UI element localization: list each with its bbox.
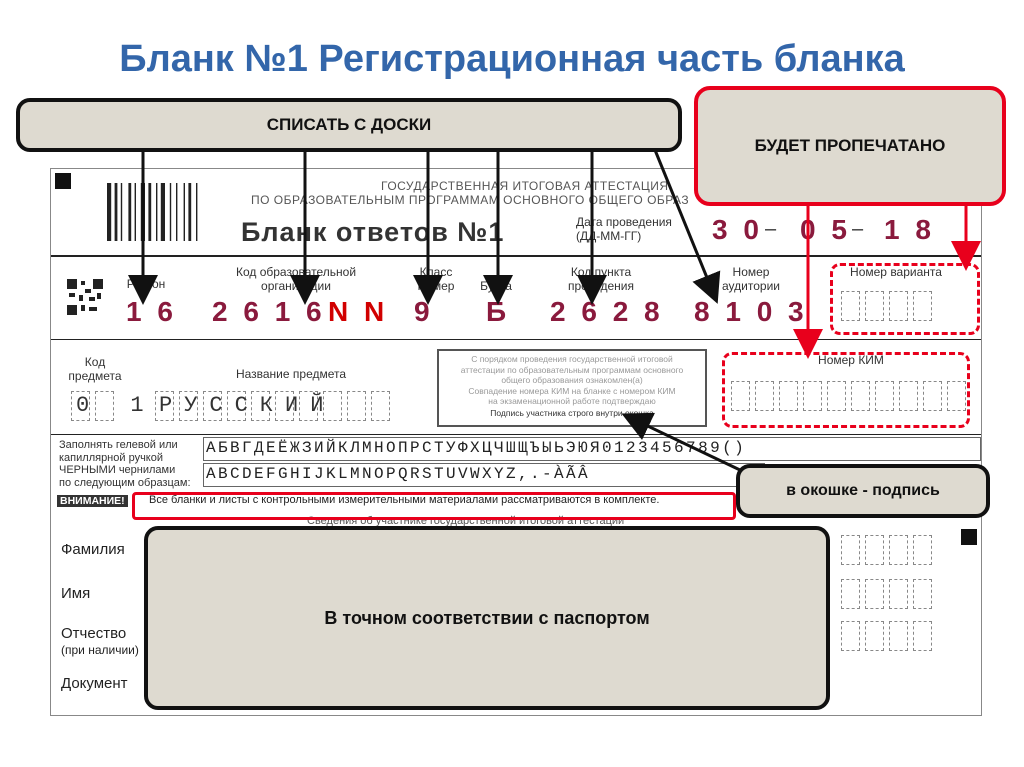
corner-marker: [961, 529, 977, 545]
subject-name-label: Название предмета: [235, 367, 347, 381]
corner-marker: [55, 173, 71, 189]
page-title: Бланк №1 Регистрационная часть бланка: [119, 38, 905, 80]
patronymic-cells-right[interactable]: [841, 621, 937, 651]
header-line-2: ПО ОБРАЗОВАТЕЛЬНЫМ ПРОГРАММАМ ОСНОВНОГО …: [251, 193, 690, 207]
subject-name-cells[interactable]: [155, 391, 395, 421]
will-be-printed-callout: БУДЕТ ПРОПЕЧАТАНО: [694, 86, 1006, 206]
signature-window[interactable]: С порядком проведения государственной ит…: [437, 349, 707, 427]
date-day-value: 3 0: [712, 214, 763, 245]
copy-from-board-callout: СПИСАТЬ С ДОСКИ: [16, 98, 682, 152]
attention-highlight: [132, 492, 736, 520]
signature-window-callout: в окошке - подпись: [736, 464, 990, 518]
subject-code-value: 0 1: [76, 393, 158, 418]
qr-code-icon: [67, 279, 103, 315]
surname-label: Фамилия: [61, 541, 125, 558]
patronymic-note: (при наличии): [61, 643, 139, 657]
patronymic-label: Отчество: [61, 625, 127, 642]
alphabet-latin: ABCDEFGHIJKLMNOPQRSTUVWXYZ,.-ÀÃÂ: [206, 465, 591, 483]
variant-cells[interactable]: [841, 291, 937, 321]
form-title: Бланк ответов №1: [241, 217, 505, 247]
sample-instructions: Заполнять гелевой или капиллярной ручкой…: [59, 439, 191, 489]
org-code-letters-value: N N: [328, 296, 389, 327]
alphabet-cyrillic: АБВГДЕЁЖЗИЙКЛМНОПРСТУФХЦЧШЩЪЫЬЭЮЯ0123456…: [206, 439, 747, 457]
attention-label: ВНИМАНИЕ!: [57, 495, 128, 507]
subject-code-label: Код предмета: [68, 355, 122, 383]
header-line-1: ГОСУДАРСТВЕННАЯ ИТОГОВАЯ АТТЕСТАЦИЯ: [381, 179, 669, 193]
variant-highlight: [830, 263, 980, 335]
date-separator: –: [852, 218, 864, 240]
attention-text: Все бланки и листы с контрольными измери…: [149, 494, 660, 506]
passport-callout: В точном соответствии с паспортом: [144, 526, 830, 710]
subject-name-value: РУССКИЙ: [159, 393, 336, 418]
kim-highlight: [722, 352, 970, 428]
auditorium-label: Номер аудитории: [722, 265, 780, 293]
surname-cells-right[interactable]: [841, 535, 937, 565]
notice-signature-label: Подпись участника строго внутри окошка: [490, 407, 654, 418]
name-label: Имя: [61, 585, 91, 602]
subject-code-cells[interactable]: [71, 391, 119, 421]
date-separator: –: [765, 218, 777, 240]
variant-label: Номер варианта: [850, 265, 942, 279]
notice-text: С порядком проведения государственной ит…: [460, 354, 684, 406]
kim-cells[interactable]: [731, 381, 971, 411]
answer-sheet-form: ГОСУДАРСТВЕННАЯ ИТОГОВАЯ АТТЕСТАЦИЯ ПО О…: [50, 168, 982, 716]
kim-label: Номер КИМ: [818, 353, 884, 367]
name-cells-right[interactable]: [841, 579, 937, 609]
date-year-value: 1 8: [884, 214, 935, 245]
document-label: Документ: [61, 675, 128, 692]
